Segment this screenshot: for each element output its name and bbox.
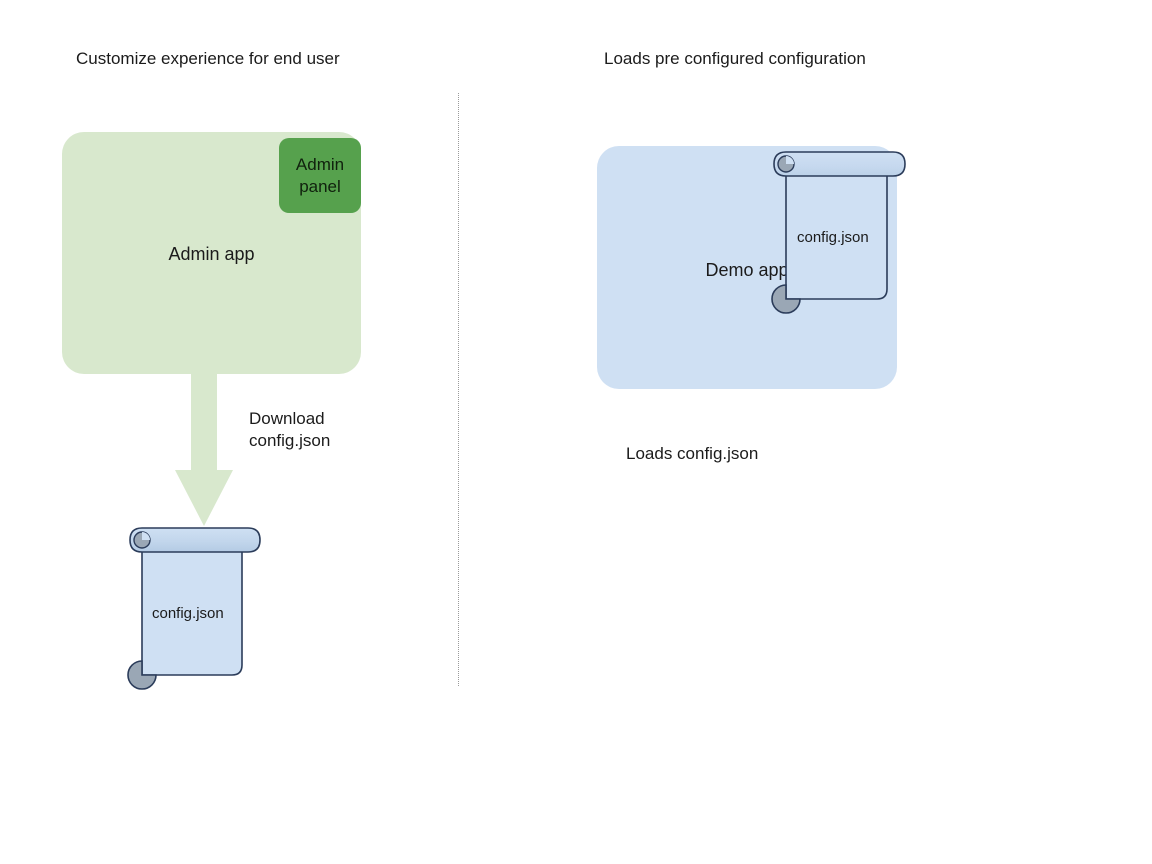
document-bottom-curl (127, 660, 157, 690)
document-top-curl-highlight (142, 532, 150, 540)
document-top-roll (129, 527, 261, 553)
column-divider (458, 93, 460, 686)
document-bottom-curl (771, 284, 801, 314)
download-arrow-label-line1: Download (249, 409, 325, 428)
config-json-document-right (768, 150, 913, 314)
config-json-document-left (118, 526, 268, 692)
document-body (141, 539, 243, 676)
demo-app-label: Demo app (705, 260, 789, 280)
admin-panel-label-line2: panel (299, 176, 341, 196)
left-column-heading: Customize experience for end user (76, 49, 340, 68)
loads-config-caption: Loads config.json (626, 444, 759, 463)
download-arrow-label: Download config.json (249, 408, 330, 452)
admin-app-label: Admin app (168, 244, 255, 264)
download-arrow-icon (175, 370, 233, 526)
admin-panel-label: Admin panel (296, 154, 344, 198)
download-arrow-label-line2: config.json (249, 431, 331, 450)
document-top-curl-highlight (786, 156, 794, 164)
config-json-label-left: config.json (152, 605, 224, 622)
admin-panel-box[interactable]: Admin panel (279, 138, 361, 213)
document-top-roll (773, 151, 906, 177)
config-json-label-right: config.json (797, 229, 869, 246)
admin-panel-label-line1: Admin (295, 154, 345, 174)
document-body (785, 163, 888, 300)
right-column-heading: Loads pre configured configuration (604, 49, 866, 68)
